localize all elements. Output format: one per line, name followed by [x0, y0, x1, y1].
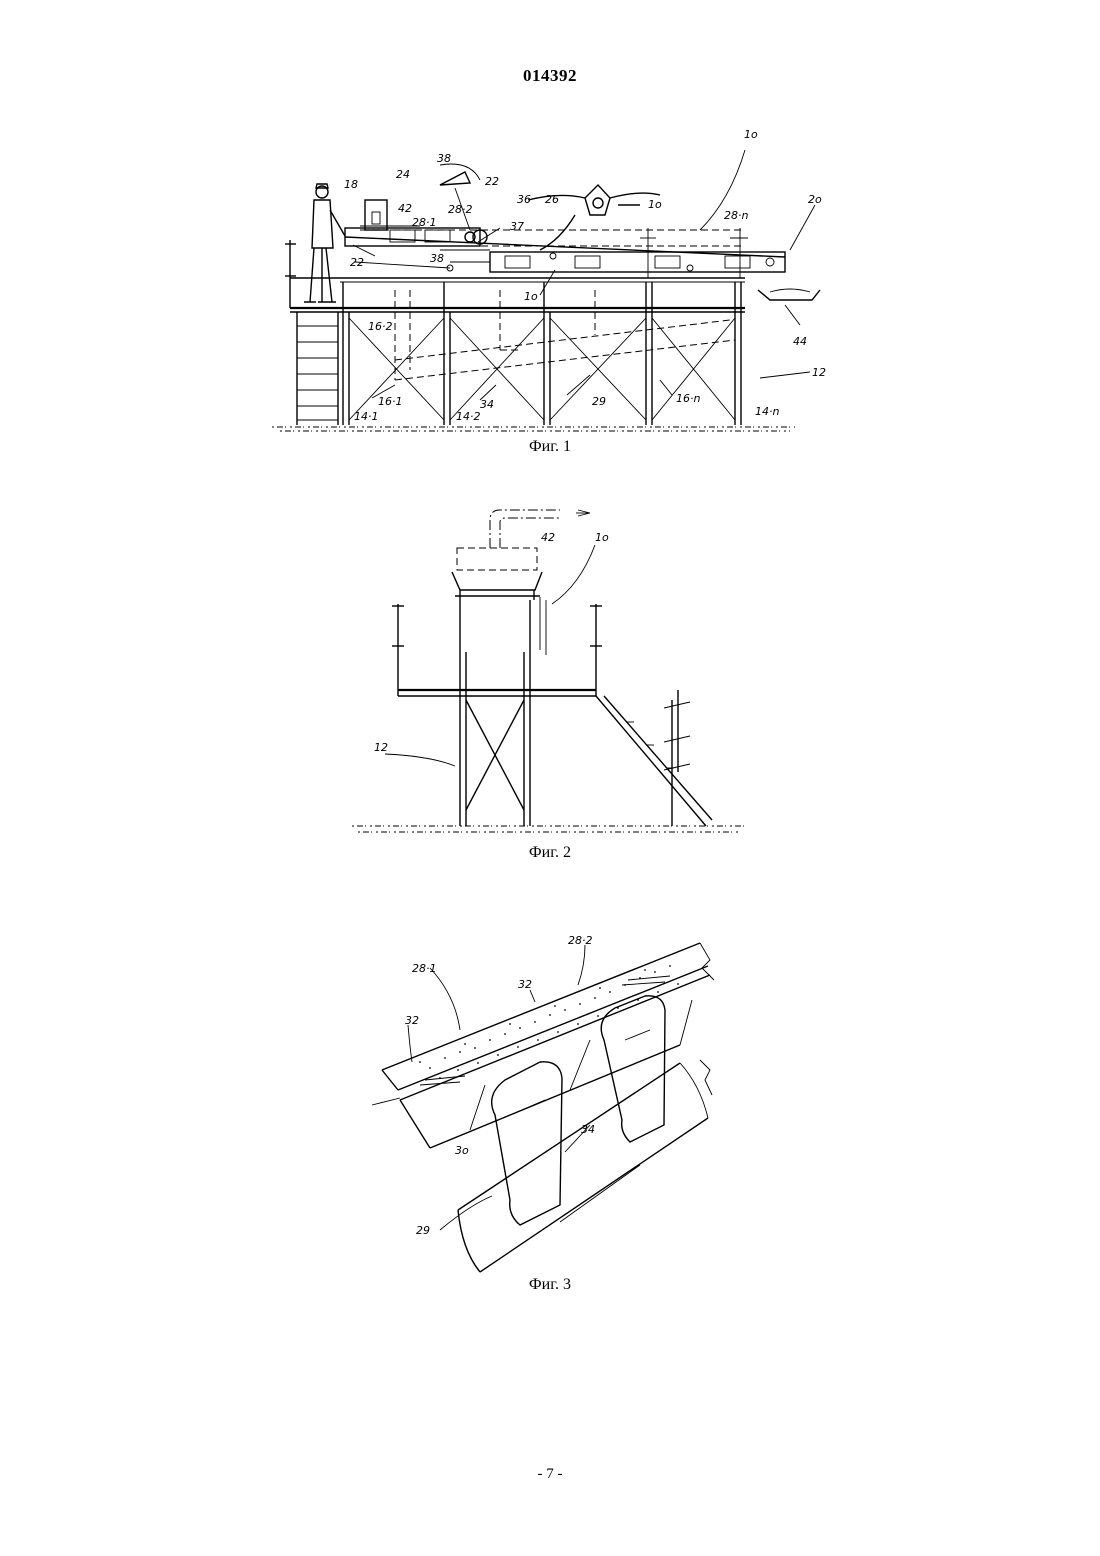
page-number: - 7 -	[0, 1466, 1100, 1483]
platform	[392, 604, 602, 696]
fig1-label-36: 36	[517, 193, 531, 206]
fig3-label-29: 29	[416, 1224, 430, 1237]
fig2-label-1o: 1о	[595, 531, 609, 544]
fig1-label-1o-top: 1о	[744, 128, 758, 141]
leader-lines	[385, 545, 595, 766]
fig1-label-16-1: 16·1	[378, 395, 403, 408]
fig3-label-32-left: 32	[405, 1014, 419, 1027]
fig1-label-16-2: 16·2	[368, 320, 393, 333]
figure-2-drawing: 42 1о 12	[0, 490, 1100, 850]
figure-1-drawing: 1о 2о 28·n 1о 38 22 24 18 36 26 28·2 42 …	[0, 0, 1100, 440]
fig1-label-16-n: 16·n	[676, 392, 700, 405]
fig1-label-37: 37	[510, 220, 524, 233]
ladder	[297, 312, 338, 425]
fig1-label-22-top: 22	[485, 175, 499, 188]
supply-pipe-dashed	[457, 510, 590, 570]
fig3-label-28-1: 28·1	[412, 962, 437, 975]
fig1-label-14-1: 14·1	[354, 410, 379, 423]
fig1-label-12: 12	[812, 366, 826, 379]
fig1-label-1o-mid: 1о	[524, 290, 538, 303]
fig3-label-3o: 3о	[455, 1144, 469, 1157]
fig1-label-28n: 28·n	[724, 209, 748, 222]
fig1-label-34: 34	[480, 398, 494, 411]
fig1-label-18: 18	[344, 178, 358, 191]
figure-3-caption: Фиг. 3	[0, 1276, 1100, 1294]
pipe-29	[458, 1060, 712, 1272]
figure-1-caption: Фиг. 1	[0, 438, 1100, 456]
supports-34	[492, 996, 665, 1225]
fig1-label-14-n: 14·n	[755, 405, 779, 418]
figure-2-caption: Фиг. 2	[0, 844, 1100, 862]
side-stair	[596, 690, 712, 826]
fig2-label-12: 12	[374, 741, 388, 754]
fig1-label-2o: 2о	[808, 193, 822, 206]
operator-figure	[304, 184, 345, 302]
fig1-label-38-mid: 38	[430, 252, 444, 265]
leader-lines	[353, 150, 815, 400]
fig1-label-1o-drum: 1о	[648, 198, 662, 211]
fig1-label-26: 26	[545, 193, 559, 206]
fig1-label-42: 42	[398, 202, 412, 215]
fig1-label-14-2: 14·2	[456, 410, 481, 423]
fig3-label-28-2: 28·2	[568, 934, 593, 947]
fig3-label-32-top: 32	[518, 978, 532, 991]
trough	[452, 572, 546, 655]
tower-frame	[460, 600, 530, 826]
fig1-label-28-2: 28·2	[448, 203, 473, 216]
figure-3-drawing: 28·2 28·1 32 32 34 3о 29	[0, 900, 1100, 1280]
fig3-label-34: 34	[581, 1123, 595, 1136]
fig2-label-42: 42	[541, 531, 555, 544]
collection-tray	[758, 289, 820, 325]
fig1-label-38-top: 38	[437, 152, 451, 165]
fig1-label-28-1: 28·1	[412, 216, 437, 229]
fig1-label-24: 24	[396, 168, 410, 181]
fig1-label-29: 29	[592, 395, 606, 408]
platform	[285, 240, 745, 312]
fig1-label-44: 44	[793, 335, 807, 348]
fig1-label-22-mid: 22	[350, 256, 364, 269]
spray-nozzle	[440, 164, 480, 230]
